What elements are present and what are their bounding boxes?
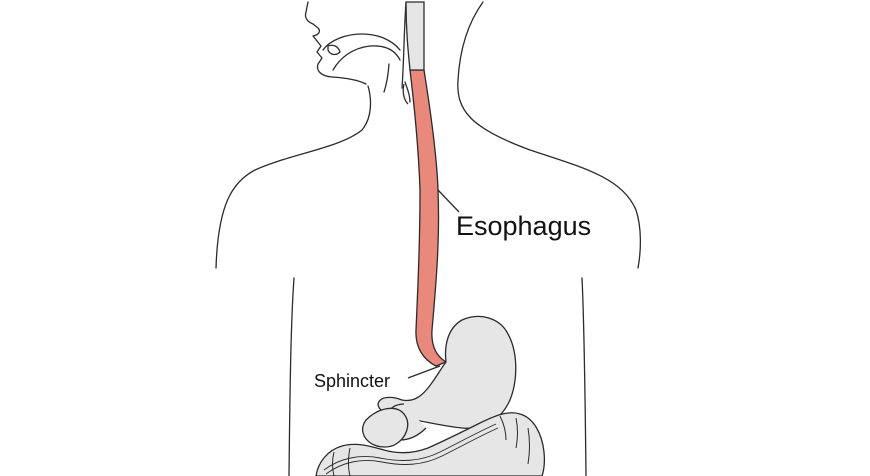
stomach xyxy=(377,315,517,429)
torso-right xyxy=(581,277,587,476)
large-intestine xyxy=(315,412,546,476)
neck-front xyxy=(215,85,372,269)
pharynx-front xyxy=(383,63,390,93)
pharynx-back xyxy=(401,1,407,89)
esophagus-label: Esophagus xyxy=(456,211,591,241)
oral-cavity-lower xyxy=(332,45,401,71)
esophagus-leader-line xyxy=(437,189,460,213)
small-intestine xyxy=(361,407,409,448)
colon-haustra-right xyxy=(499,415,530,465)
torso-left xyxy=(288,277,295,476)
upper-pharynx xyxy=(405,1,425,71)
sphincter-label: Sphincter xyxy=(314,371,390,391)
oral-cavity xyxy=(322,33,401,51)
esophagus-tube xyxy=(409,69,447,367)
colon-band xyxy=(323,423,497,471)
face-profile xyxy=(304,1,367,85)
tongue xyxy=(327,44,341,56)
sphincter-leader-line xyxy=(407,365,441,379)
epiglottis xyxy=(404,81,411,103)
colon-band-2 xyxy=(325,427,499,475)
neck-back xyxy=(457,1,642,269)
larynx xyxy=(402,83,409,105)
body-outline xyxy=(215,1,642,476)
